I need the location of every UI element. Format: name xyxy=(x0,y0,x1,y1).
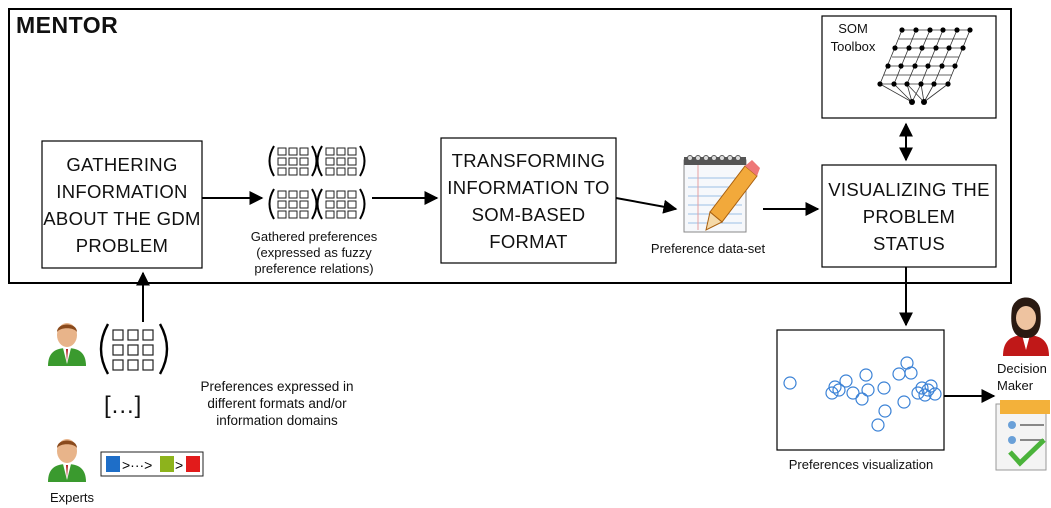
expert-avatar-icon-2 xyxy=(48,439,86,482)
gathered-matrices-icon xyxy=(268,145,366,220)
preferences-visualization-caption: Preferences visualization xyxy=(788,457,934,472)
document-check-icon xyxy=(995,400,1050,471)
decision-maker-avatar-icon xyxy=(1003,297,1049,356)
gathered-preferences-caption: Gathered preferences (expressed as fuzzy… xyxy=(250,229,378,276)
som-toolbox-label: SOM Toolbox xyxy=(830,21,876,54)
notepad-pencil-icon xyxy=(683,155,760,233)
som-toolbox-box xyxy=(821,15,997,119)
visualization-circles xyxy=(783,356,942,432)
preferences-expressed-caption: Preferences expressed in different forma… xyxy=(200,379,354,428)
visualizing-box xyxy=(821,164,997,268)
expert-avatar-icon xyxy=(48,323,86,366)
preferences-visualization-box xyxy=(776,329,945,451)
preference-dataset-caption: Preference data-set xyxy=(650,241,766,256)
visualizing-box-label: VISUALIZING THE PROBLEM STATUS xyxy=(828,178,990,254)
experts-caption: Experts xyxy=(49,490,95,505)
som-nodes xyxy=(877,27,973,105)
svg-text:>···>: >···> xyxy=(122,457,152,473)
transforming-box-label: TRANSFORMING INFORMATION TO SOM-BASED FO… xyxy=(447,149,610,252)
svg-text:>: > xyxy=(175,457,183,473)
ellipsis-label: [...] xyxy=(104,392,143,419)
mentor-title: MENTOR xyxy=(16,12,119,38)
transforming-box xyxy=(440,137,617,264)
gathering-box xyxy=(41,140,203,269)
arrow-transforming-to-dataset xyxy=(615,197,678,214)
gathering-box-label: GATHERING INFORMATION ABOUT THE GDM PROB… xyxy=(43,153,201,256)
mentor-frame xyxy=(8,8,1012,284)
ordered-list-icon: >···> > xyxy=(100,451,204,477)
expert-matrix-icon xyxy=(99,323,169,375)
decision-maker-caption: Decision Maker xyxy=(997,361,1047,393)
